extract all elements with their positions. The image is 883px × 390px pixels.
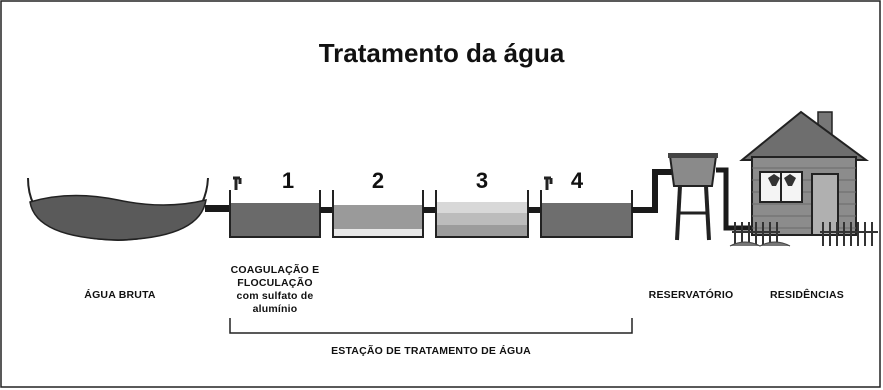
pipe-tank3-tank4 — [528, 207, 542, 213]
label-coagulacao-line-2: FLOCULAÇÃO — [237, 277, 313, 289]
stage-number-1: 1 — [281, 168, 295, 193]
roof — [739, 110, 870, 161]
label-coagulacao-line-1: COAGULAÇÃO E — [230, 264, 320, 276]
fence-right — [820, 222, 878, 246]
label-estacao: ESTAÇÃO DE TRATAMENTO DE ÁGUA — [331, 345, 531, 357]
label-agua-bruta: ÁGUA BRUTA — [84, 289, 156, 301]
diagram-title: Tratamento da água — [318, 38, 565, 68]
raw-water-lagoon — [27, 177, 209, 242]
stage-number-3: 3 — [475, 168, 489, 193]
dosing-tap-icon — [233, 176, 242, 190]
pipe-tank4-reservoir — [632, 169, 672, 213]
pipe-lagoon-tank1 — [205, 205, 232, 212]
house-door — [811, 173, 839, 236]
residence-house — [739, 110, 870, 236]
tank-3-filtration — [435, 190, 529, 238]
stage-number-4: 4 — [570, 168, 584, 193]
pipe-tank1-tank2 — [320, 207, 334, 213]
label-reservatorio: RESERVATÓRIO — [648, 289, 734, 301]
label-coagulacao-line-4: alumínio — [252, 303, 298, 315]
label-residencias: RESIDÊNCIAS — [770, 289, 844, 301]
tank-1-coagulation — [229, 176, 321, 238]
tank-2-decantation — [332, 190, 424, 238]
reservoir-tower — [668, 153, 718, 241]
dosing-tap-icon — [544, 176, 553, 190]
tank-4-disinfection — [540, 176, 633, 238]
stage-number-2: 2 — [371, 168, 385, 193]
station-bracket — [229, 318, 633, 334]
label-coagulacao-line-3: com sulfato de — [236, 290, 314, 302]
label-coagulacao: COAGULAÇÃO E FLOCULAÇÃO com sulfato de a… — [215, 264, 335, 316]
shrubs — [729, 241, 791, 247]
pipe-tank2-tank3 — [423, 207, 437, 213]
